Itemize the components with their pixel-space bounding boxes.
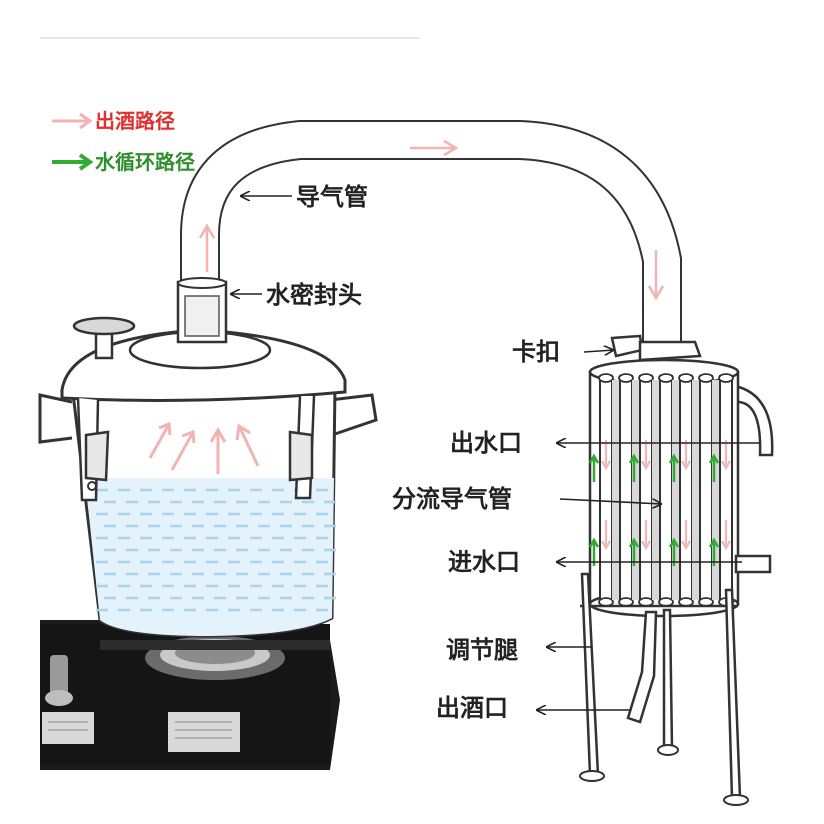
pot-water [96,488,336,612]
pipe-flow-arrow-up [198,223,216,272]
split-gas-tube [652,373,674,607]
flow-arrow-up [628,453,640,482]
split-gas-tube [598,373,614,607]
split-gas-tube [632,373,654,607]
steam-arrows [148,421,260,474]
flow-arrow-down [641,440,651,471]
pipe-flow-arrow-right [410,139,459,157]
split-gas-tube [612,373,634,607]
wine-path-legend-arrow [52,112,93,130]
callout-water-seal: 水密封头 [230,281,362,309]
callout-water-inlet: 进水口 [448,548,742,576]
callout-clip: 卡扣 [512,338,614,366]
flow-arrow-down [601,440,611,471]
split-gas-tube [672,373,694,607]
callout-split-pipe: 分流导气管 [392,485,662,513]
pipe-flow-arrow-down [647,250,665,301]
flow-arrow-down [721,440,731,471]
flow-arrow-down [721,520,731,551]
adjustable-legs [579,572,749,806]
split-gas-tube [692,373,714,607]
gas-pipe [180,120,682,342]
flow-arrow-down [681,440,691,471]
flow-arrow-up [588,453,600,482]
legend: 出酒路径 水循环路径 [52,109,195,174]
split-gas-tubes [588,373,734,607]
legend-water-path: 水循环路径 [95,150,195,174]
label-split-pipe: 分流导气管 [392,485,512,513]
legend-wine-path: 出酒路径 [95,109,175,133]
pot [38,316,378,638]
flow-arrow-up [668,453,680,482]
condenser [588,334,774,618]
label-water-seal: 水密封头 [266,281,362,309]
stove-label-panel-left [42,712,94,744]
label-water-outlet: 出水口 [450,429,522,457]
label-gas-pipe: 导气管 [296,183,368,211]
label-clip: 卡扣 [512,338,560,366]
split-gas-tube [712,373,734,607]
water-seal-head [176,277,228,344]
label-water-inlet: 进水口 [448,548,520,576]
flow-arrow-down [601,520,611,551]
callout-gas-pipe: 导气管 [240,183,368,211]
label-adjust-leg: 调节腿 [446,636,518,664]
label-wine-outlet: 出酒口 [436,694,508,722]
callout-water-outlet: 出水口 [450,429,760,457]
flow-arrow-up [708,453,720,482]
stove-label-panel-center [168,712,240,752]
flow-arrow-down [681,520,691,551]
callout-adjust-leg: 调节腿 [446,636,592,664]
gas-stove [40,620,340,770]
flow-arrow-down [641,520,651,551]
water-path-legend-arrow [52,153,94,171]
callout-wine-outlet: 出酒口 [436,694,630,722]
